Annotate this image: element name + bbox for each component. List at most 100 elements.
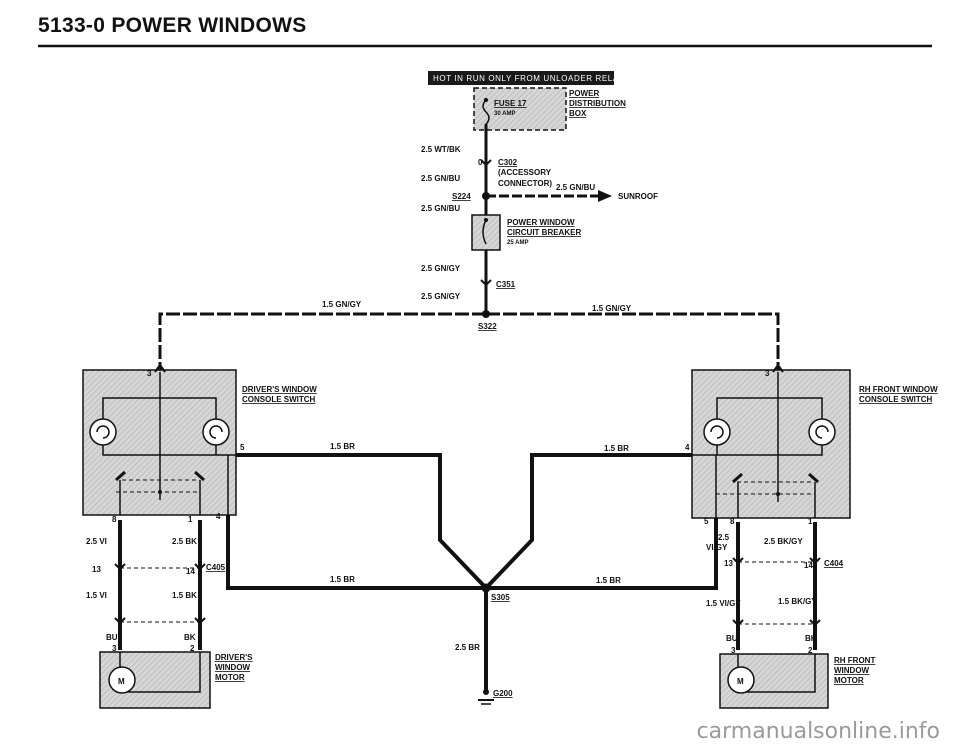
page-title: 5133-0 POWER WINDOWS xyxy=(38,14,307,37)
left-switch-pin-4: 4 xyxy=(216,512,221,521)
wire-label-gn-gy-2: 2.5 GN/GY xyxy=(421,292,461,301)
wire-label-gn-gy-right: 1.5 GN/GY xyxy=(592,304,632,313)
left-switch-label-1: DRIVER'S WINDOW xyxy=(242,385,317,394)
right-switch-pin-5: 5 xyxy=(704,517,709,526)
s224-label: S224 xyxy=(452,192,471,201)
c302-desc-1: (ACCESSORY xyxy=(498,168,552,177)
right-motor-icon xyxy=(727,666,755,694)
c404-connector-icon xyxy=(732,557,821,565)
fuse-rating: 30 AMP xyxy=(494,111,515,117)
wire-label-left-bk: 2.5 BK xyxy=(172,537,197,546)
right-switch-label-2: CONSOLE SWITCH xyxy=(859,395,933,404)
wire-label-left-vi-lower: 1.5 VI xyxy=(86,591,107,600)
right-motor-label-2: WINDOW xyxy=(834,666,870,675)
circuit-breaker: POWER WINDOW CIRCUIT BREAKER 25 AMP xyxy=(471,214,581,251)
watermark: carmanualsonline.info xyxy=(697,719,940,744)
s305-label: S305 xyxy=(491,593,510,602)
right-switch-lamp-icon-2 xyxy=(808,418,836,446)
c302-pin: 0 xyxy=(478,158,483,167)
wire-label-br-ground: 2.5 BR xyxy=(455,643,480,652)
left-motor-label-2: WINDOW xyxy=(215,663,251,672)
g200-label: G200 xyxy=(493,689,513,698)
wire-label-right-vigy-1: 2.5 xyxy=(718,533,730,542)
right-motor-label-1: RH FRONT xyxy=(834,656,875,665)
left-switch-pin-5: 5 xyxy=(240,443,245,452)
wire-label-right-bkgy: 2.5 BK/GY xyxy=(764,537,803,546)
br-wire-network xyxy=(226,453,718,692)
right-motor-pin-3: 3 xyxy=(731,646,736,655)
wire-label-br-upper-left: 1.5 BR xyxy=(330,442,355,451)
wire-label-right-vigy-lower: 1.5 VI/GY xyxy=(706,599,741,608)
pdb-label-3: BOX xyxy=(569,109,587,118)
wire-label-left-bk-motor: BK xyxy=(184,633,196,642)
right-motor-pin-2: 2 xyxy=(808,646,813,655)
left-console-switch: DRIVER'S WINDOW CONSOLE SWITCH 3 5 8 1 4 xyxy=(82,369,317,524)
gn-gy-bus-wire xyxy=(158,312,780,370)
wire-label-gn-bu-2: 2.5 GN/BU xyxy=(421,204,460,213)
wire-label-gn-gy-1: 2.5 GN/GY xyxy=(421,264,461,273)
left-pin-14: 14 xyxy=(186,567,195,576)
c405-connector-icon xyxy=(114,563,206,571)
right-window-motor: M 3 2 RH FRONT WINDOW MOTOR xyxy=(719,646,875,709)
breaker-rating: 25 AMP xyxy=(507,240,528,246)
right-switch-pin-1: 1 xyxy=(808,517,813,526)
wire-label-gn-gy-left: 1.5 GN/GY xyxy=(322,300,362,309)
wire-label-right-bkgy-lower: 1.5 BK/GY xyxy=(778,597,817,606)
left-switch-label-2: CONSOLE SWITCH xyxy=(242,395,316,404)
left-switch-pin-3: 3 xyxy=(147,369,152,378)
left-switch-pin-1: 1 xyxy=(188,515,193,524)
right-console-switch: RH FRONT WINDOW CONSOLE SWITCH 3 4 5 8 1 xyxy=(685,369,938,526)
sunroof-arrow-icon xyxy=(598,190,612,202)
wire-label-right-bu: BU xyxy=(726,634,738,643)
wire-label-gn-bu-3: 2.5 GN/BU xyxy=(556,183,595,192)
right-switch-lamp-icon xyxy=(703,418,731,446)
right-pin-14: 14 xyxy=(804,561,813,570)
right-switch-pin-3: 3 xyxy=(765,369,770,378)
pdb-label-1: POWER xyxy=(569,89,599,98)
left-motor-label-3: MOTOR xyxy=(215,673,245,682)
fuse-label: FUSE 17 xyxy=(494,99,527,108)
right-motor-leads xyxy=(736,522,817,650)
left-switch-pin-8: 8 xyxy=(112,515,117,524)
sunroof-label: SUNROOF xyxy=(618,192,658,201)
banner-text: HOT IN RUN ONLY FROM UNLOADER RELAY K5 xyxy=(433,74,638,83)
breaker-icon xyxy=(482,219,487,245)
left-switch-lamp-icon-2 xyxy=(202,418,230,446)
right-motor-label-3: MOTOR xyxy=(834,676,864,685)
left-motor-label-1: DRIVER'S xyxy=(215,653,253,662)
s322-label: S322 xyxy=(478,322,497,331)
wire-label-left-bk-lower: 1.5 BK xyxy=(172,591,197,600)
left-motor-pin-2: 2 xyxy=(190,644,195,653)
c405-label: C405 xyxy=(206,563,226,572)
left-motor-pin-3: 3 xyxy=(112,644,117,653)
c351-label: C351 xyxy=(496,280,516,289)
fuse-icon xyxy=(482,99,490,125)
right-switch-label-1: RH FRONT WINDOW xyxy=(859,385,938,394)
wire-label-br-upper-right: 1.5 BR xyxy=(604,444,629,453)
wire-label-left-bu: BU xyxy=(106,633,118,642)
wire-label-br-lower-right: 1.5 BR xyxy=(596,576,621,585)
right-switch-pin-4: 4 xyxy=(685,443,690,452)
c302-label: C302 xyxy=(498,158,518,167)
ground-icon xyxy=(478,689,494,705)
breaker-label-2: CIRCUIT BREAKER xyxy=(507,228,581,237)
power-distribution-box: FUSE 17 30 AMP POWER DISTRIBUTION BOX xyxy=(473,87,626,131)
c302-connector-icon xyxy=(480,159,492,167)
c302-desc-2: CONNECTOR) xyxy=(498,179,552,188)
left-lead-connectors xyxy=(120,567,200,623)
left-switch-contact-icon xyxy=(115,470,126,482)
right-switch-pin-8: 8 xyxy=(730,517,735,526)
left-motor-icon xyxy=(108,666,136,694)
wire-label-right-bk-motor: BK xyxy=(805,634,817,643)
s305-splice xyxy=(481,583,491,593)
wire-label-left-vi: 2.5 VI xyxy=(86,537,107,546)
wire-label-right-vigy-2: VI/GY xyxy=(706,543,728,552)
right-lead-connectors xyxy=(738,561,815,625)
right-switch-contact-icon xyxy=(732,472,743,484)
breaker-label-1: POWER WINDOW xyxy=(507,218,575,227)
left-motor-leads xyxy=(118,520,202,650)
right-pin-13: 13 xyxy=(724,559,733,568)
wire-label-br-lower-left: 1.5 BR xyxy=(330,575,355,584)
wire-label-gn-bu-1: 2.5 GN/BU xyxy=(421,174,460,183)
